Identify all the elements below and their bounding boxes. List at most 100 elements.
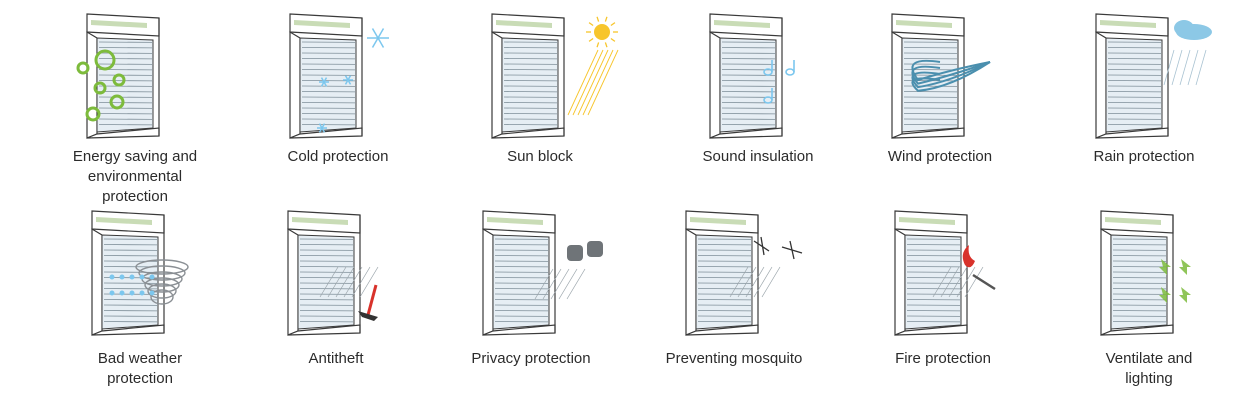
music-note <box>763 60 773 76</box>
airflow-arrow <box>1179 259 1191 275</box>
window-drawing <box>287 210 361 336</box>
feature-caption: Antitheft <box>236 349 436 369</box>
roller-box-stripe <box>91 20 147 28</box>
caption-line: Cold protection <box>287 148 389 165</box>
window-shutter-illustration <box>1095 13 1212 139</box>
snowflake-arm <box>318 123 326 133</box>
hail-drop <box>109 290 115 296</box>
recycle-symbol <box>93 81 107 95</box>
caption-line: Antitheft <box>308 350 364 367</box>
caption-line: Rain protection <box>1093 148 1195 165</box>
tornado-ring <box>135 259 189 275</box>
sun-ray <box>596 16 600 22</box>
roller-box-stripe <box>1100 20 1156 28</box>
rain-streak <box>761 266 781 298</box>
match-stick <box>972 273 996 291</box>
rain-streak <box>964 266 984 298</box>
mosquito-icon <box>729 236 803 298</box>
music-note <box>785 60 795 76</box>
rain-streak <box>566 268 586 300</box>
sun-icon <box>567 16 619 116</box>
rain-streak <box>1179 49 1191 86</box>
caption-line: Bad weather <box>97 350 183 367</box>
caption-line: Sun block <box>507 148 573 165</box>
roller-box-stripe <box>896 20 952 28</box>
tornado-ring <box>144 277 180 293</box>
shutter-curtain <box>492 234 550 330</box>
caption-line: Sound insulation <box>702 148 814 165</box>
roller-box-stripe <box>899 217 955 225</box>
rain-streak <box>753 266 773 298</box>
sun-ray <box>604 42 608 48</box>
rain-streak <box>1195 49 1207 86</box>
fire-match-icon <box>932 245 996 298</box>
window-frame-left <box>891 30 903 139</box>
shutter-curtain <box>101 234 159 330</box>
window-frame-left <box>482 227 494 336</box>
sun-ray <box>596 42 600 48</box>
shutter-curtain <box>904 234 962 330</box>
window-shutter-illustration <box>894 210 996 336</box>
snowflake-arm <box>320 77 328 87</box>
shutter-curtain <box>297 234 355 330</box>
airflow-arrow <box>1179 287 1191 303</box>
rain-streak <box>940 266 960 298</box>
rain-streak <box>351 266 371 298</box>
shutter-curtain <box>1110 234 1168 330</box>
window-frame-left <box>709 30 721 139</box>
window-drawing <box>491 13 565 139</box>
feature-caption: Energy saving and environmental protecti… <box>35 147 235 207</box>
rain-streak <box>534 268 554 300</box>
rain-streak <box>343 266 363 298</box>
hammer-head <box>358 311 378 321</box>
window-shutter-illustration <box>482 210 603 336</box>
caption-line: Wind protection <box>887 148 993 165</box>
sun-disc <box>594 24 610 40</box>
caption-line: environmental <box>87 168 183 185</box>
rain-cloud-icon <box>1163 20 1212 86</box>
mosquito-body <box>753 236 770 256</box>
window-frame-left <box>685 227 697 336</box>
feature-caption: Sun block <box>440 147 640 167</box>
sun-ray <box>610 37 616 42</box>
window-shutter-illustration <box>891 13 991 139</box>
window-frame-left <box>1100 227 1112 336</box>
window-shutter-illustration <box>289 13 389 139</box>
hail-drop <box>109 274 115 280</box>
rain-streak <box>1187 49 1199 86</box>
binocular-lens <box>567 245 583 261</box>
window-drawing <box>86 13 160 139</box>
caption-line: Energy saving and <box>72 148 198 165</box>
window-frame-left <box>91 227 103 336</box>
recycle-symbol <box>112 73 126 87</box>
rain-streak <box>327 266 347 298</box>
sun-ray <box>610 22 616 27</box>
feature-caption: Rain protection <box>1044 147 1244 167</box>
sunbeam <box>582 49 614 116</box>
shutter-curtain <box>299 37 357 133</box>
window-shutter-illustration <box>1100 210 1191 336</box>
hammer-handle <box>366 284 378 316</box>
window-shutter-illustration <box>287 210 379 336</box>
hammer-icon <box>319 266 379 321</box>
feature-caption: Cold protection <box>238 147 438 167</box>
window-drawing <box>1100 210 1174 336</box>
binocular-lens <box>587 241 603 257</box>
music-note <box>763 88 773 104</box>
window-shutter-illustration <box>76 13 160 139</box>
caption-line: lighting <box>1125 370 1173 387</box>
window-drawing <box>685 210 759 336</box>
shutter-curtain <box>719 37 777 133</box>
rain-streak <box>1163 49 1175 86</box>
sunbeam <box>577 49 609 116</box>
hail-drop <box>129 274 135 280</box>
window-shutter-illustration <box>491 13 619 139</box>
roller-box-stripe <box>496 20 552 28</box>
note-head <box>785 68 795 76</box>
airflow-arrow <box>1159 259 1171 275</box>
music-note-icon <box>763 60 795 104</box>
hail-drop <box>149 274 155 280</box>
recycle-symbol <box>94 49 116 71</box>
binoculars-icon <box>534 241 603 300</box>
rain-streak <box>956 266 976 298</box>
